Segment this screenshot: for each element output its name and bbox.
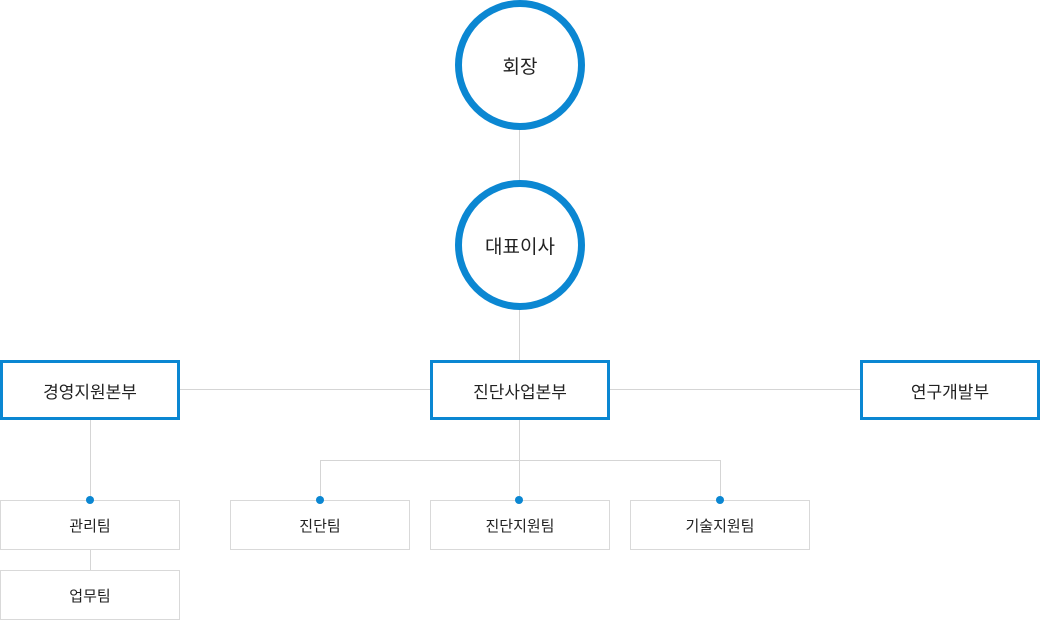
team-tech-support-label: 기술지원팀	[685, 516, 755, 535]
connector-dot-tech-support	[716, 496, 724, 504]
division-research-label: 연구개발부	[910, 382, 990, 403]
team-business: 업무팀	[0, 570, 180, 620]
connector-teams-horizontal	[320, 460, 721, 461]
connector-chairman-ceo	[519, 128, 520, 182]
team-diagnosis: 진단팀	[230, 500, 410, 550]
division-diagnosis: 진단사업본부	[430, 360, 610, 420]
chairman-node: 회장	[455, 0, 585, 130]
connector-to-tech-support-team	[720, 460, 721, 501]
connector-dot-diagnosis	[316, 496, 324, 504]
connector-ceo-division	[519, 306, 520, 361]
ceo-node: 대표이사	[455, 180, 585, 310]
team-admin-label: 관리팀	[69, 516, 111, 535]
connector-dot-diagnosis-support	[515, 496, 523, 504]
division-diagnosis-label: 진단사업본부	[473, 382, 567, 403]
ceo-label: 대표이사	[485, 235, 555, 258]
team-tech-support: 기술지원팀	[630, 500, 810, 550]
chairman-label: 회장	[502, 55, 538, 78]
connector-dot-admin	[86, 496, 94, 504]
division-management: 경영지원본부	[0, 360, 180, 420]
team-diagnosis-label: 진단팀	[299, 516, 341, 535]
division-research: 연구개발부	[860, 360, 1040, 420]
team-diagnosis-support-label: 진단지원팀	[485, 516, 555, 535]
connector-to-diagnosis-team	[320, 460, 321, 501]
team-admin: 관리팀	[0, 500, 180, 550]
connector-admin-business	[90, 549, 91, 571]
connector-management-admin	[90, 419, 91, 501]
team-business-label: 업무팀	[69, 586, 111, 605]
team-diagnosis-support: 진단지원팀	[430, 500, 610, 550]
division-management-label: 경영지원본부	[43, 382, 137, 403]
